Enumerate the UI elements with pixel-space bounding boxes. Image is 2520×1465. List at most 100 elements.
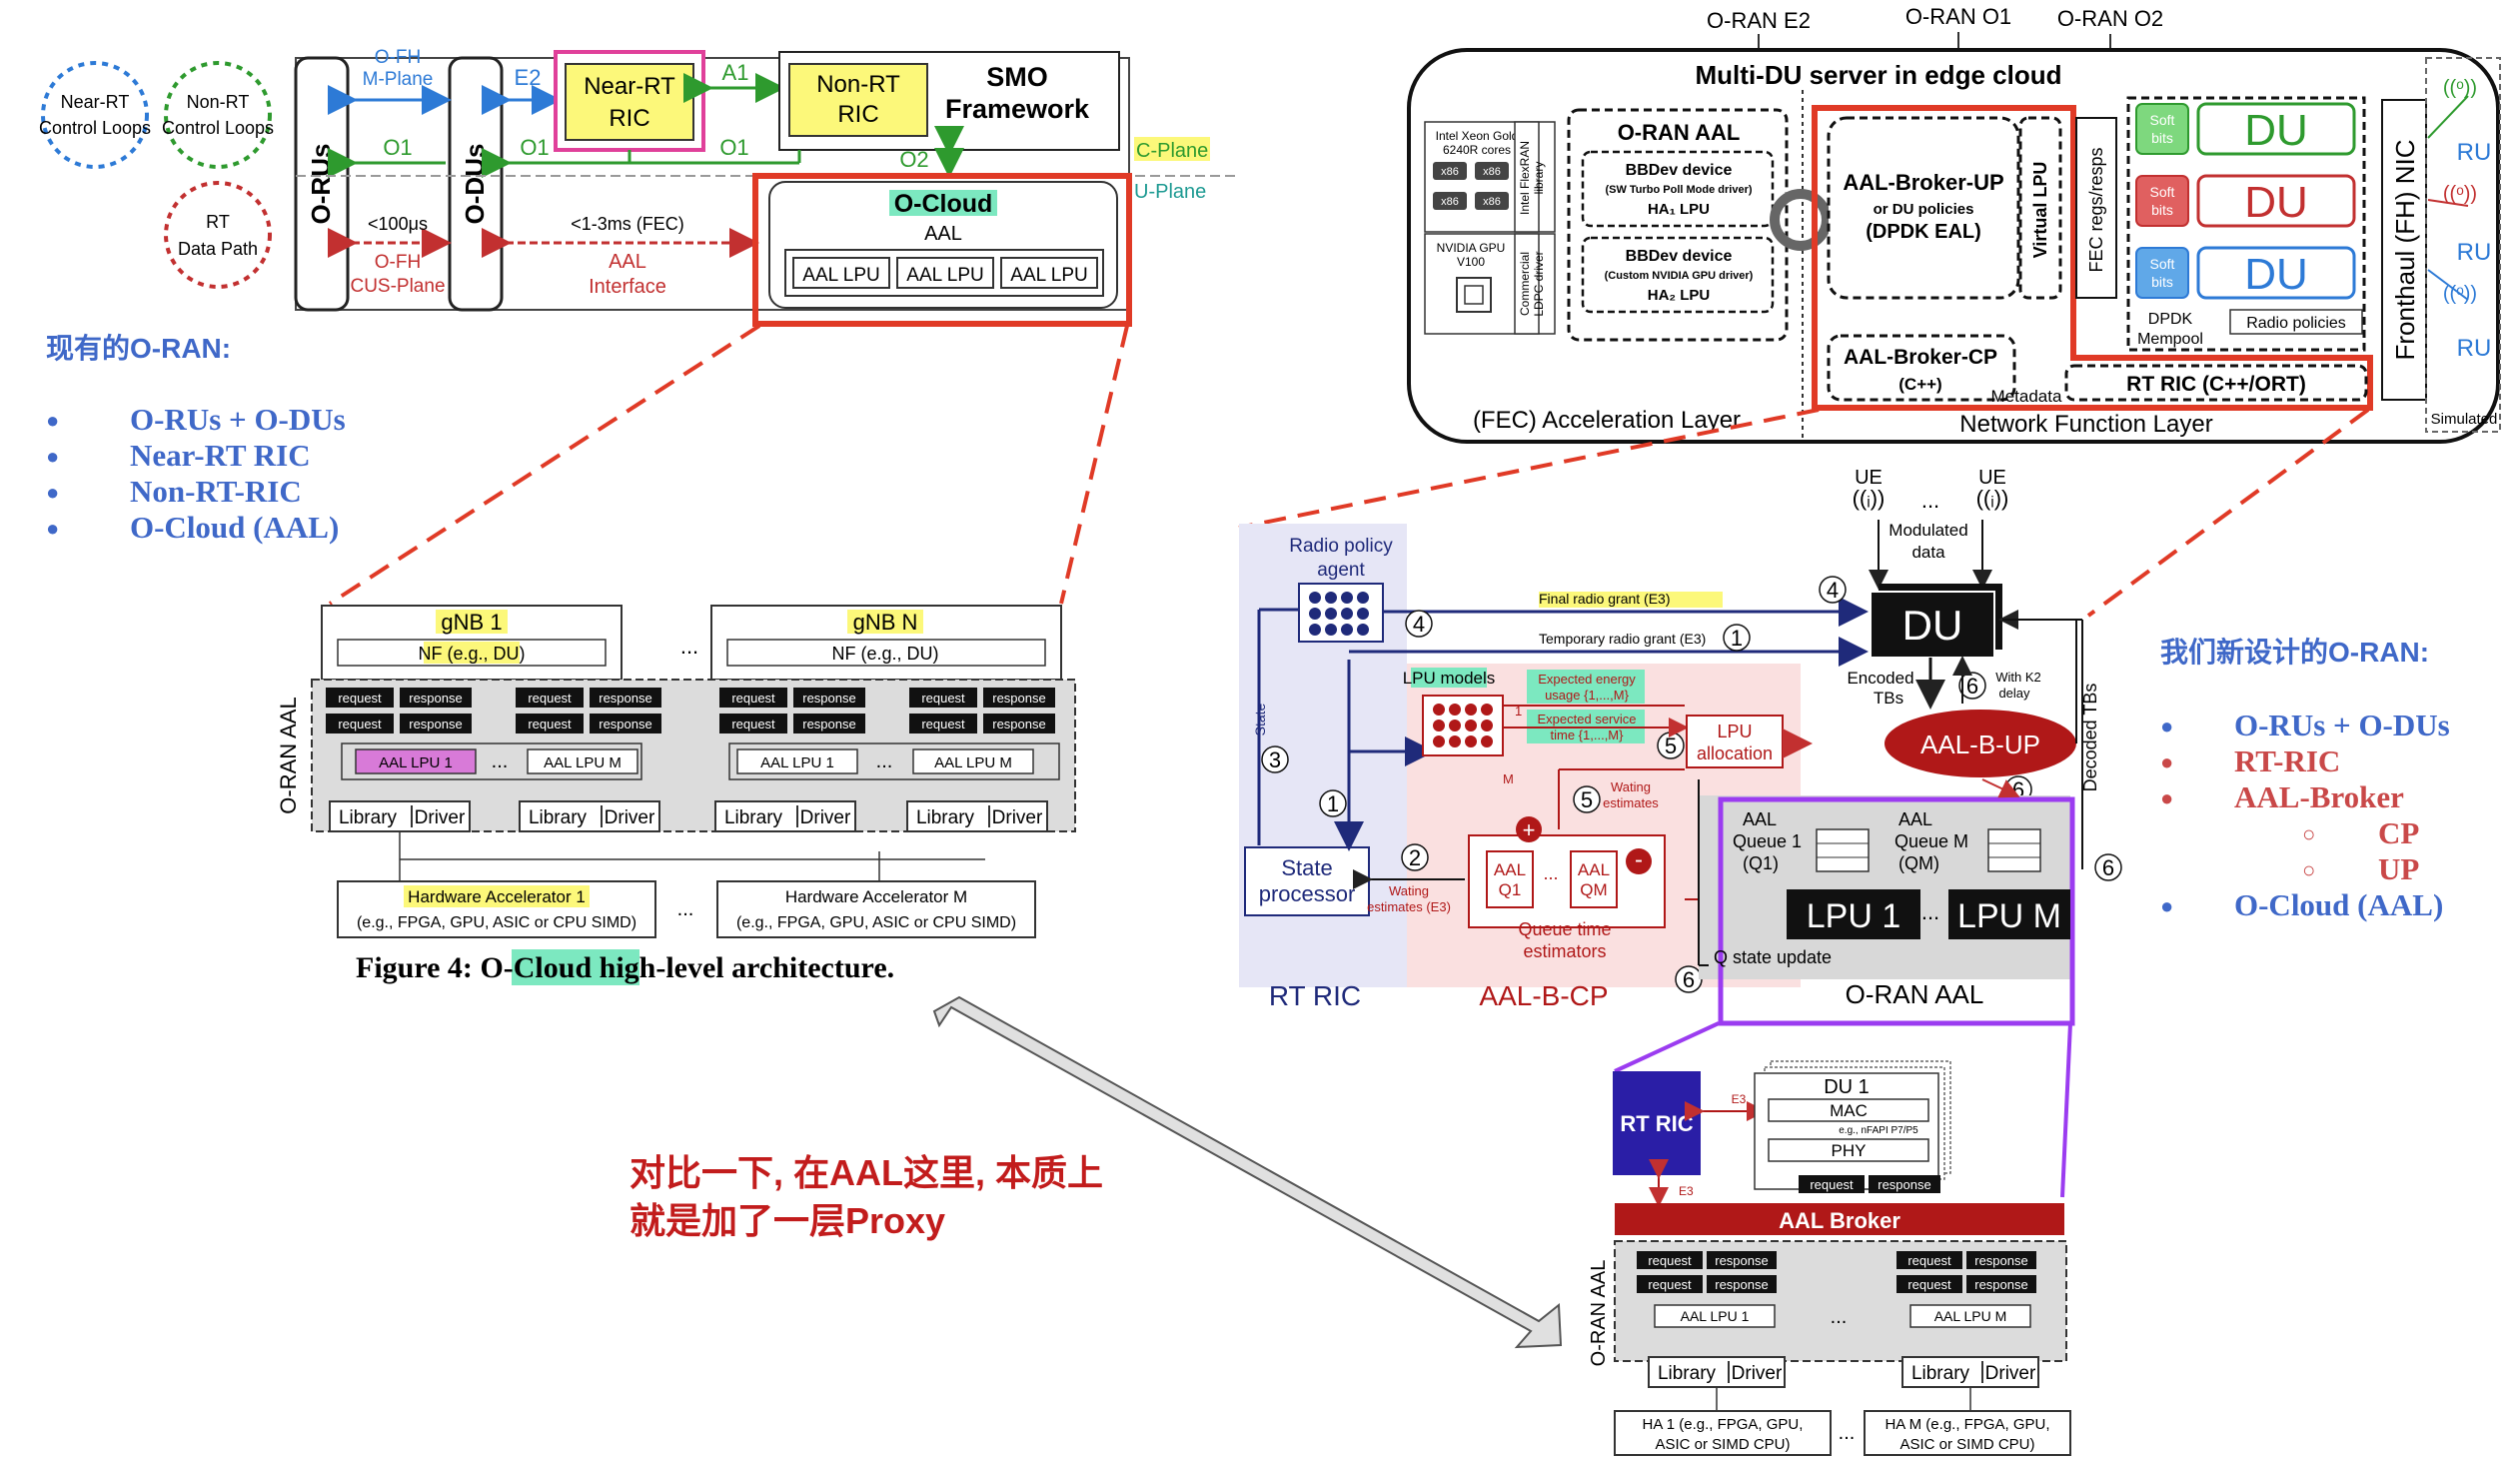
svg-text:ASIC or SIMD CPU): ASIC or SIMD CPU) bbox=[1899, 1436, 2034, 1453]
svg-text:Driver: Driver bbox=[992, 807, 1043, 828]
svg-text:LDPC driver: LDPC driver bbox=[1532, 251, 1546, 316]
svg-text:○: ○ bbox=[2302, 857, 2315, 882]
svg-text:Modulated: Modulated bbox=[1889, 521, 1967, 540]
svg-text:就是加了一层Proxy: 就是加了一层Proxy bbox=[630, 1200, 945, 1241]
svg-text:Q state update: Q state update bbox=[1714, 947, 1832, 967]
o-dus-box: O-DUs bbox=[448, 56, 504, 312]
svg-text:1: 1 bbox=[1731, 626, 1743, 651]
svg-text:...: ... bbox=[677, 898, 694, 920]
svg-text:Fronthaul (FH) NIC: Fronthaul (FH) NIC bbox=[2390, 139, 2420, 360]
svg-text:AAL-B-CP: AAL-B-CP bbox=[1479, 980, 1608, 1011]
svg-text:request: request bbox=[921, 691, 965, 706]
svg-text:AAL: AAL bbox=[1578, 860, 1610, 879]
multi-du-server: O-RAN E2 O-RAN O1 O-RAN O2 Multi-DU serv… bbox=[1238, 4, 2501, 618]
svg-text:AAL: AAL bbox=[609, 251, 646, 273]
svg-text:Network Function Layer: Network Function Layer bbox=[1959, 411, 2212, 438]
left-oran-architecture: Near-RT Control Loops Non-RT Control Loo… bbox=[39, 47, 1239, 606]
svg-text:RT RIC: RT RIC bbox=[1620, 1111, 1693, 1136]
svg-text:RT RIC: RT RIC bbox=[1269, 980, 1361, 1011]
svg-text:●: ● bbox=[2160, 893, 2173, 918]
svg-text:LPU M: LPU M bbox=[1957, 897, 2061, 935]
svg-text:O1: O1 bbox=[520, 135, 549, 160]
svg-text:Near-RT: Near-RT bbox=[584, 73, 675, 100]
svg-text:Soft: Soft bbox=[2150, 256, 2175, 272]
du-red: Soft bits DU bbox=[2135, 174, 2356, 228]
svg-text:Queue time: Queue time bbox=[1518, 919, 1611, 939]
svg-text:FEC regs/resps: FEC regs/resps bbox=[2086, 147, 2106, 272]
svg-text:2: 2 bbox=[1409, 845, 1421, 870]
svg-text:...: ... bbox=[1921, 488, 1939, 513]
svg-text:Control Loops: Control Loops bbox=[162, 118, 274, 138]
svg-text:V100: V100 bbox=[1457, 255, 1485, 269]
svg-text:BBDev device: BBDev device bbox=[1626, 248, 1733, 265]
svg-text:DU: DU bbox=[2244, 106, 2308, 155]
svg-text:5: 5 bbox=[1665, 733, 1677, 758]
svg-text:NF (e.g., DU): NF (e.g., DU) bbox=[418, 644, 525, 664]
svg-text:SMO: SMO bbox=[986, 62, 1048, 92]
svg-text:●: ● bbox=[46, 480, 59, 505]
svg-text:response: response bbox=[409, 691, 462, 706]
svg-text:●: ● bbox=[46, 444, 59, 469]
svg-text:AAL LPU M: AAL LPU M bbox=[544, 754, 622, 771]
svg-text:response: response bbox=[1715, 1253, 1768, 1268]
svg-text:Driver: Driver bbox=[1732, 1363, 1783, 1384]
svg-text:response: response bbox=[802, 717, 855, 732]
svg-text:(QM): (QM) bbox=[1898, 853, 1939, 873]
svg-text:CUS-Plane: CUS-Plane bbox=[350, 276, 445, 297]
svg-text:...: ... bbox=[876, 750, 893, 772]
svg-text:O-RAN O2: O-RAN O2 bbox=[2057, 6, 2163, 31]
svg-text:RU: RU bbox=[2457, 335, 2492, 362]
svg-text:O-RUs: O-RUs bbox=[306, 144, 336, 225]
svg-text:6: 6 bbox=[1966, 674, 1978, 699]
svg-text:RT RIC (C++/ORT): RT RIC (C++/ORT) bbox=[2126, 373, 2306, 396]
svg-text:O-RUs + O-DUs: O-RUs + O-DUs bbox=[130, 402, 346, 437]
svg-text:Expected energy: Expected energy bbox=[1538, 672, 1636, 687]
svg-text:Near-RT: Near-RT bbox=[61, 92, 130, 112]
svg-text:DPDK: DPDK bbox=[2148, 311, 2193, 328]
svg-text:Near-RT RIC: Near-RT RIC bbox=[130, 438, 311, 473]
svg-text:E3: E3 bbox=[1679, 1184, 1694, 1198]
svg-text:Queue M: Queue M bbox=[1894, 831, 1968, 851]
svg-text:((ᵒ)): ((ᵒ)) bbox=[2443, 283, 2477, 305]
svg-text:BBDev device: BBDev device bbox=[1626, 162, 1733, 179]
svg-text:request: request bbox=[1648, 1277, 1692, 1292]
svg-text:HA 1 (e.g., FPGA, GPU,: HA 1 (e.g., FPGA, GPU, bbox=[1643, 1416, 1804, 1433]
svg-text:response: response bbox=[992, 717, 1045, 732]
o-rus-box: O-RUs bbox=[294, 56, 350, 312]
near-rt-ric-box: Near-RT RIC bbox=[554, 50, 705, 152]
new-aal-architecture: RT RIC E3 E3 DU 1 MAC e.g., nFAPI P7/P5 … bbox=[1588, 1021, 2072, 1456]
svg-text:Queue 1: Queue 1 bbox=[1733, 831, 1802, 851]
svg-text:LPU: LPU bbox=[1717, 722, 1752, 741]
svg-text:response: response bbox=[1878, 1177, 1930, 1192]
svg-text:Radio policies: Radio policies bbox=[2246, 315, 2346, 332]
svg-text:or DU policies: or DU policies bbox=[1874, 201, 1974, 218]
svg-text:E2: E2 bbox=[515, 65, 542, 90]
svg-text:Hardware Accelerator M: Hardware Accelerator M bbox=[785, 887, 967, 906]
svg-text:...: ... bbox=[680, 634, 698, 659]
svg-text:4: 4 bbox=[1827, 578, 1839, 603]
svg-text:C-Plane: C-Plane bbox=[1136, 140, 1208, 162]
svg-text:((ᵢ)): ((ᵢ)) bbox=[1976, 486, 2009, 511]
svg-text:Framework: Framework bbox=[945, 94, 1090, 124]
svg-text:M-Plane: M-Plane bbox=[363, 69, 434, 90]
svg-text:request: request bbox=[1907, 1253, 1951, 1268]
du-green: Soft bits DU bbox=[2135, 102, 2356, 156]
svg-text:6: 6 bbox=[1683, 967, 1695, 992]
svg-text:M: M bbox=[1503, 771, 1514, 786]
svg-text:x86: x86 bbox=[1441, 196, 1459, 208]
svg-text:Temporary radio grant (E3): Temporary radio grant (E3) bbox=[1539, 631, 1706, 647]
svg-text:gNB N: gNB N bbox=[853, 610, 918, 635]
smo-box: Non-RT RIC SMO Framework bbox=[778, 51, 1120, 151]
svg-text:AAL: AAL bbox=[1898, 809, 1932, 829]
svg-text:●: ● bbox=[46, 408, 59, 433]
svg-text:LPU models: LPU models bbox=[1403, 669, 1496, 688]
svg-text:x86: x86 bbox=[1483, 166, 1501, 178]
svg-text:对比一下, 在AAL这里, 本质上: 对比一下, 在AAL这里, 本质上 bbox=[630, 1152, 1103, 1193]
svg-text:●: ● bbox=[46, 516, 59, 541]
svg-text:PHY: PHY bbox=[1832, 1141, 1867, 1160]
svg-text:State: State bbox=[1281, 855, 1332, 880]
svg-text:DU: DU bbox=[2244, 178, 2308, 227]
svg-text:library: library bbox=[1532, 162, 1546, 195]
svg-text:O-RAN AAL: O-RAN AAL bbox=[1588, 1260, 1610, 1367]
svg-text:RU: RU bbox=[2457, 239, 2492, 266]
